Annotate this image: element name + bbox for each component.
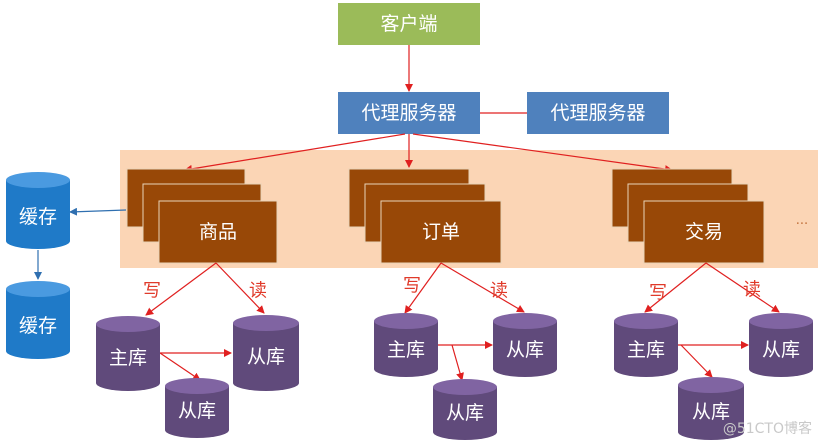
arrow-write-3 — [644, 262, 707, 313]
master-db-3: 主库 — [614, 313, 678, 377]
arrow-proxy-service-3 — [412, 133, 673, 173]
watermark-text: @51CTO博客 — [723, 420, 812, 437]
write-label-3: 写 — [649, 283, 667, 304]
proxy-box-2: 代理服务器 — [527, 92, 669, 134]
arrow-master-slave-3b — [680, 344, 713, 378]
cache-cylinder-1: 缓存 — [6, 172, 70, 249]
service-label-1: 商品 — [199, 221, 237, 243]
slave-db-3b: 从库 — [678, 377, 744, 440]
client-box: 客户端 — [338, 3, 480, 45]
arrow-master-slave-2b — [451, 344, 464, 381]
more-ellipsis: ... — [796, 213, 808, 228]
cache-cylinder-2: 缓存 — [6, 281, 70, 359]
proxy-box-1: 代理服务器 — [338, 92, 480, 134]
master-db-2: 主库 — [374, 313, 438, 377]
service-label-3: 交易 — [685, 221, 723, 243]
slave-db-2b: 从库 — [433, 379, 497, 440]
slave-label-3a: 从库 — [762, 339, 800, 361]
master-label-2: 主库 — [387, 339, 425, 361]
proxy-label-2: 代理服务器 — [550, 102, 645, 124]
service-stack-3 — [611, 168, 765, 264]
master-label-1: 主库 — [109, 347, 147, 369]
slave-label-2a: 从库 — [506, 339, 544, 361]
arrow-read-2 — [440, 262, 525, 313]
client-label: 客户端 — [380, 13, 437, 35]
master-db-1: 主库 — [96, 316, 160, 391]
cache-label-2: 缓存 — [19, 315, 57, 337]
arrow-read-1 — [215, 262, 265, 314]
arrow-service-cache — [69, 207, 127, 216]
slave-label-1a: 从库 — [247, 346, 285, 368]
proxy-label-1: 代理服务器 — [361, 102, 456, 124]
arrow-master-slave-1b — [159, 352, 201, 381]
master-label-3: 主库 — [627, 339, 665, 361]
arrow-read-3 — [705, 262, 780, 313]
read-label-1: 读 — [249, 281, 267, 302]
write-label-2: 写 — [403, 276, 421, 297]
read-label-2: 读 — [490, 281, 508, 302]
slave-db-3a: 从库 — [749, 313, 813, 377]
arrow-write-1 — [145, 262, 217, 316]
slave-label-2b: 从库 — [446, 402, 484, 424]
service-stack-2 — [348, 168, 502, 264]
service-label-2: 订单 — [422, 221, 460, 243]
slave-db-2a: 从库 — [493, 313, 557, 377]
service-stack-1 — [126, 168, 278, 264]
cache-label-1: 缓存 — [19, 206, 57, 228]
arrow-proxy-service-1 — [184, 133, 406, 173]
slave-db-1a: 从库 — [233, 315, 299, 391]
slave-label-3b: 从库 — [692, 401, 730, 423]
slave-db-1b: 从库 — [165, 378, 229, 438]
slave-label-1b: 从库 — [178, 400, 216, 422]
write-label-1: 写 — [143, 281, 161, 302]
read-label-3: 读 — [743, 280, 761, 301]
arrow-write-2 — [404, 262, 442, 314]
